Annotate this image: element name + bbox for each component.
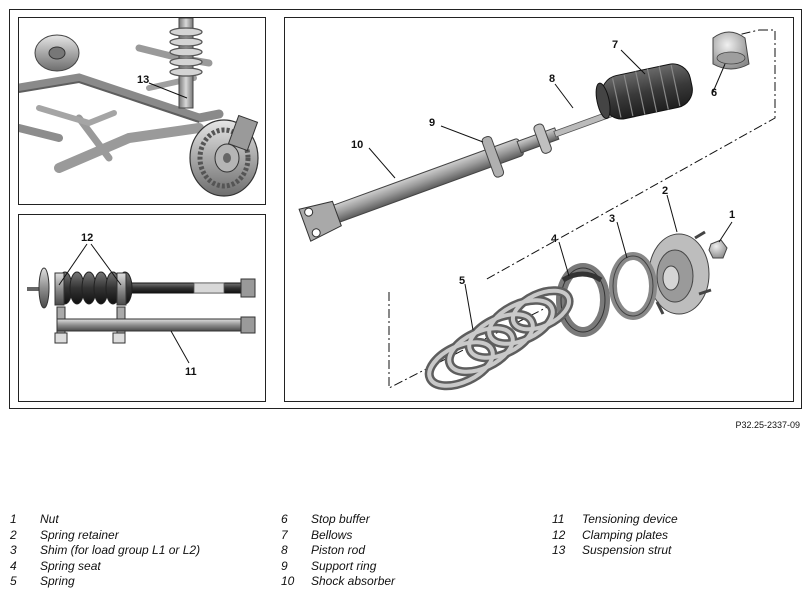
legend-number: 4 — [10, 558, 17, 573]
legend-label: Clamping plates — [582, 527, 669, 542]
callout-8: 8 — [549, 73, 555, 85]
legend-label: Suspension strut — [582, 543, 672, 557]
legend-number: 3 — [10, 543, 17, 557]
exploded-view: 1 2 3 4 5 6 7 8 9 10 — [284, 17, 794, 402]
legend-number: 2 — [10, 527, 17, 542]
legend-number: 1 — [10, 512, 17, 526]
parts-legend: 1 Nut 2 Spring retainer 3 Shim (for load gr… — [0, 512, 811, 598]
vehicle-suspension-drawing: 13 — [19, 18, 259, 197]
legend-label: Bellows — [311, 527, 353, 542]
callout-6: 6 — [711, 87, 717, 99]
legend-label: Shock absorber — [311, 574, 396, 588]
legend-label: Shim (for load group L1 or L2) — [40, 543, 201, 557]
legend-number: 13 — [552, 543, 566, 557]
callout-2: 2 — [662, 185, 668, 197]
legend-number: 6 — [281, 512, 288, 526]
exploded-view-drawing: 1 2 3 4 5 6 7 8 9 10 — [298, 29, 776, 391]
callout-10: 10 — [351, 139, 363, 151]
legend-label: Spring seat — [40, 558, 101, 573]
legend-number: 11 — [552, 512, 565, 526]
callout-1: 1 — [729, 209, 735, 221]
callout-12: 12 — [81, 232, 93, 244]
callout-4: 4 — [551, 233, 558, 245]
legend-label: Piston rod — [311, 543, 366, 557]
callout-11: 11 — [185, 366, 197, 378]
legend-label: Spring retainer — [40, 527, 119, 542]
vehicle-suspension-view: 13 — [18, 17, 266, 205]
figure-code: P32.25-2337-09 — [735, 420, 800, 430]
legend-label: Stop buffer — [311, 512, 370, 526]
callout-13: 13 — [137, 74, 149, 86]
legend-label: Spring — [40, 574, 75, 588]
legend-number: 8 — [281, 543, 288, 557]
legend-number: 12 — [552, 527, 566, 542]
tensioning-device-drawing: 12 11 — [27, 232, 256, 378]
legend-number: 9 — [281, 558, 288, 573]
legend-number: 5 — [10, 574, 17, 588]
callout-7: 7 — [612, 39, 618, 51]
callout-9: 9 — [429, 117, 435, 129]
callout-3: 3 — [609, 213, 615, 225]
tensioning-device-view: 12 11 — [18, 214, 266, 402]
legend-label: Nut — [40, 512, 59, 526]
callout-5: 5 — [459, 275, 465, 287]
legend-number: 7 — [281, 527, 288, 542]
legend-label: Support ring — [311, 558, 377, 573]
legend-label: Tensioning device — [582, 512, 678, 526]
legend-number: 10 — [281, 574, 295, 588]
